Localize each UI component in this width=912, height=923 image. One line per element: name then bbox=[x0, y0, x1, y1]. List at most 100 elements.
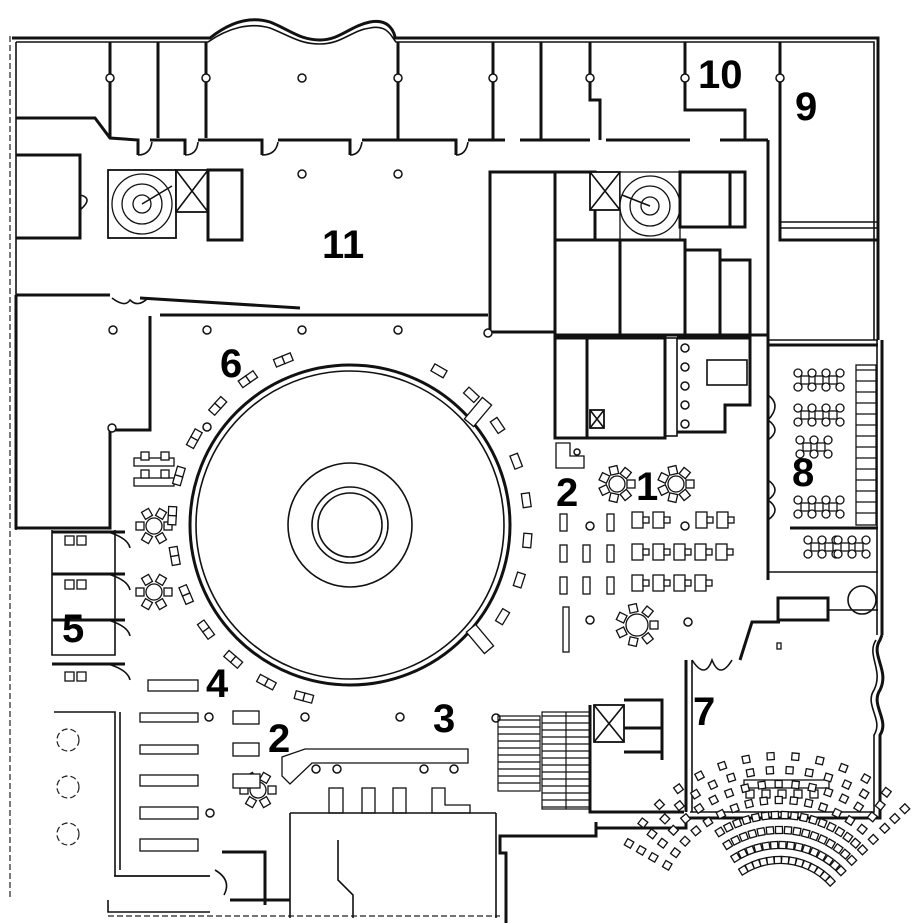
table bbox=[800, 375, 810, 385]
chair bbox=[745, 789, 755, 799]
auditorium-seat bbox=[774, 795, 783, 805]
table bbox=[652, 543, 665, 561]
chair bbox=[170, 554, 181, 567]
auditorium-seat bbox=[744, 845, 756, 856]
booth-table bbox=[559, 544, 568, 563]
auditorium-seat bbox=[738, 831, 750, 843]
chair bbox=[171, 474, 184, 487]
auditorium-seat bbox=[824, 838, 837, 850]
auditorium-seat bbox=[750, 812, 761, 823]
service-core-east bbox=[483, 170, 768, 440]
auditorium-seat bbox=[714, 826, 726, 838]
auditorium-seat bbox=[623, 837, 635, 850]
chair bbox=[598, 483, 611, 497]
chair bbox=[641, 605, 655, 619]
chair bbox=[809, 435, 819, 445]
chair bbox=[657, 483, 670, 497]
auditorium-seat bbox=[807, 782, 818, 793]
chair bbox=[615, 626, 628, 639]
column bbox=[585, 521, 595, 531]
chair bbox=[823, 435, 833, 445]
chair bbox=[807, 403, 817, 413]
chair bbox=[619, 466, 633, 480]
area-label-4: 4 bbox=[206, 662, 229, 706]
chair bbox=[821, 417, 831, 427]
table bbox=[800, 502, 810, 512]
chair bbox=[835, 417, 845, 427]
chair bbox=[833, 549, 843, 559]
auditorium-seat bbox=[858, 788, 870, 800]
auditorium-seat bbox=[693, 802, 705, 815]
auditorium-seat bbox=[856, 823, 869, 836]
auditorium-seat bbox=[808, 846, 820, 858]
auditorium-seat bbox=[722, 821, 734, 833]
chair bbox=[667, 492, 679, 504]
auditorium-seat bbox=[673, 799, 686, 812]
auditorium-seat bbox=[744, 798, 755, 809]
auditorium-seat bbox=[839, 848, 852, 861]
auditorium-seat bbox=[898, 802, 911, 815]
chair bbox=[140, 451, 150, 461]
chair bbox=[663, 579, 671, 587]
auditorium-seat bbox=[841, 779, 853, 791]
chair bbox=[135, 521, 145, 531]
auditorium-seat bbox=[725, 772, 737, 783]
chair bbox=[821, 509, 831, 519]
table-top bbox=[608, 475, 626, 493]
booth-table bbox=[606, 576, 615, 595]
auditorium-seat bbox=[759, 796, 769, 806]
table bbox=[652, 574, 665, 592]
auditorium-seat bbox=[798, 812, 809, 823]
chair bbox=[509, 452, 524, 471]
chair bbox=[663, 548, 671, 556]
chair bbox=[657, 471, 670, 485]
chair bbox=[598, 471, 611, 485]
auditorium-seat bbox=[803, 798, 814, 809]
chair bbox=[821, 368, 831, 378]
auditorium-seat bbox=[745, 767, 756, 778]
column bbox=[680, 521, 690, 531]
chair bbox=[642, 548, 650, 556]
auditorium-seat bbox=[832, 842, 844, 855]
auditorium-seat bbox=[679, 812, 692, 825]
auditorium-seat bbox=[856, 844, 869, 856]
booth-table bbox=[582, 544, 591, 563]
auditorium-seat bbox=[838, 762, 849, 774]
chair bbox=[229, 655, 244, 670]
booth-table bbox=[606, 513, 615, 532]
table bbox=[631, 574, 644, 592]
auditorium-seat bbox=[852, 801, 865, 813]
auditorium-seat bbox=[761, 841, 771, 851]
auditorium-seat bbox=[753, 842, 764, 853]
picnic-table bbox=[133, 457, 175, 467]
chair bbox=[835, 382, 845, 392]
auditorium-seat bbox=[835, 864, 847, 877]
table-top bbox=[145, 517, 163, 535]
auditorium-seat bbox=[741, 814, 752, 826]
auditorium-seat bbox=[792, 826, 802, 837]
chair bbox=[272, 355, 286, 368]
chair bbox=[835, 495, 845, 505]
auditorium-seat bbox=[679, 835, 691, 848]
auditorium-seat bbox=[729, 851, 742, 864]
chair bbox=[807, 509, 817, 519]
chair bbox=[705, 579, 713, 587]
chair bbox=[627, 602, 639, 614]
round-table bbox=[657, 464, 695, 504]
chair bbox=[823, 449, 833, 459]
chair bbox=[642, 516, 650, 524]
outer-walls bbox=[9, 18, 885, 923]
auditorium-seat bbox=[729, 802, 740, 814]
table bbox=[814, 502, 824, 512]
chair bbox=[181, 592, 195, 606]
table bbox=[715, 543, 728, 561]
table bbox=[840, 542, 850, 552]
chair bbox=[684, 548, 692, 556]
chair bbox=[135, 587, 145, 597]
auditorium-seat bbox=[824, 875, 837, 888]
table bbox=[814, 375, 824, 385]
auditorium-seat bbox=[672, 782, 685, 795]
booth-table bbox=[559, 513, 568, 532]
auditorium-seat bbox=[647, 851, 660, 864]
table-top bbox=[145, 583, 163, 601]
